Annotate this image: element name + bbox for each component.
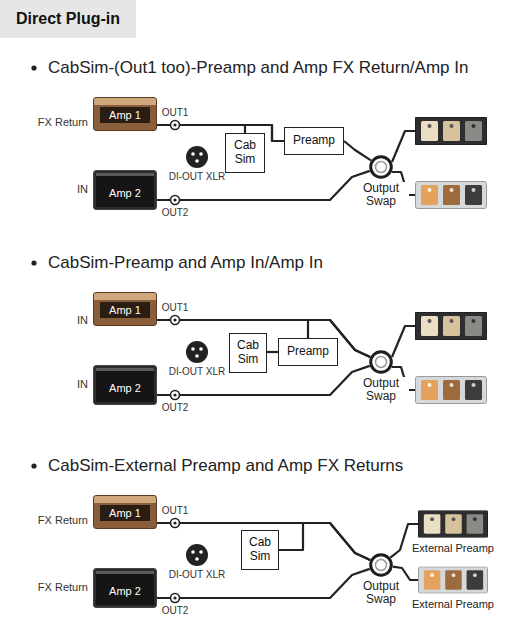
amplifier: Amp 1 (93, 97, 157, 131)
xlr-pin (191, 550, 195, 554)
pedal-wire (392, 131, 415, 162)
amp-name: Amp 2 (109, 585, 141, 597)
jack-hole (173, 198, 176, 201)
pedalboard (415, 117, 487, 145)
amp-name: Amp 2 (109, 187, 141, 199)
node-label: External Preamp (412, 598, 494, 610)
pedalboard (418, 566, 488, 594)
section-heading: CabSim-(Out1 too)-Preamp and Amp FX Retu… (48, 58, 468, 78)
output-swap-circle: Output Swap (353, 155, 409, 209)
swap-ring (371, 157, 392, 178)
xlr-symbol (186, 146, 208, 168)
swap-inner (376, 162, 387, 173)
swap-symbol (369, 155, 393, 179)
amp-name: Amp 1 (100, 505, 150, 521)
external-preamp: External Preamp (410, 566, 496, 612)
output-jack (171, 519, 180, 528)
node-label: Output Swap (353, 182, 409, 208)
node-label: Cab Sim (228, 139, 262, 167)
jack-hole (173, 521, 176, 524)
output-jack (171, 594, 180, 603)
swap-ring (371, 352, 392, 373)
amp-input-label: FX Return (0, 514, 88, 526)
node-label: Output Swap (353, 377, 409, 403)
amplifier: Amp 2 (93, 170, 157, 210)
signal-wire (393, 567, 418, 580)
amplifier: Amp 1 (93, 292, 157, 326)
amplifier: Amp 2 (93, 568, 157, 608)
pedal-wire (392, 326, 415, 357)
swap-inner (376, 560, 387, 571)
connector-label: DI-OUT XLR (157, 366, 237, 377)
output-swap-circle: Output Swap (353, 350, 409, 404)
output-jack (171, 316, 180, 325)
title-tab: Direct Plug-in (0, 0, 136, 38)
amplifier: Amp 2 (93, 365, 157, 405)
amp-input-label: IN (0, 183, 88, 195)
signal-wire (267, 351, 278, 353)
amp-name: Amp 2 (109, 382, 141, 394)
bullet (31, 260, 36, 265)
xlr-pin (195, 159, 199, 163)
external-preamp: External Preamp (410, 510, 496, 556)
signal-wire (279, 523, 370, 560)
jack-hole (173, 123, 176, 126)
bullet (31, 463, 36, 468)
process-box: Cab Sim (225, 133, 265, 173)
connector-label: DI-OUT XLR (157, 569, 237, 580)
process-box: Preamp (278, 338, 338, 366)
xlr-pin (199, 152, 203, 156)
output-swap-circle: Output Swap (353, 553, 409, 607)
swap-symbol (369, 553, 393, 577)
xlr-symbol (186, 341, 208, 363)
xlr-pin (199, 550, 203, 554)
jack-hole (173, 596, 176, 599)
signal-wire (344, 141, 371, 160)
pedalboard (416, 182, 487, 209)
pedalboard (418, 567, 487, 593)
process-box: Cab Sim (229, 333, 267, 373)
node-label: Cab Sim (232, 339, 264, 367)
amp-input-label: FX Return (0, 581, 88, 593)
xlr-symbol (186, 544, 208, 566)
section-heading: CabSim-External Preamp and Amp FX Return… (48, 456, 403, 476)
pedalboard (416, 377, 487, 404)
node-label: Preamp (287, 345, 329, 359)
pedalboard (418, 510, 488, 537)
xlr-pin (195, 354, 199, 358)
output-jack (171, 121, 180, 130)
amplifier: Amp 1 (93, 495, 157, 529)
xlr-connectors (186, 146, 208, 566)
pedalboard (418, 510, 488, 538)
bullet (31, 65, 36, 70)
output-jack (171, 196, 180, 205)
signal-wire (157, 171, 370, 200)
amp-name: Amp 1 (100, 302, 150, 318)
jack-hole (173, 318, 176, 321)
swap-ring (371, 555, 392, 576)
amp-input-label: IN (0, 378, 88, 390)
node-label: Preamp (293, 134, 335, 148)
xlr-pin (191, 347, 195, 351)
xlr-pin (199, 347, 203, 351)
node-label: Output Swap (353, 580, 409, 606)
output-jack (171, 391, 180, 400)
xlr-pin (191, 152, 195, 156)
xlr-pin (195, 557, 199, 561)
section-heading: CabSim-Preamp and Amp In/Amp In (48, 253, 323, 273)
node-label: Cab Sim (244, 536, 276, 564)
pedalboard (415, 312, 487, 340)
node-label: External Preamp (412, 542, 494, 554)
process-box: Cab Sim (241, 530, 279, 570)
title: Direct Plug-in (16, 10, 120, 28)
swap-symbol (369, 350, 393, 374)
jack-hole (173, 393, 176, 396)
signal-wire (157, 569, 370, 598)
swap-inner (376, 357, 387, 368)
amp-input-label: IN (0, 314, 88, 326)
amp-input-label: FX Return (0, 116, 88, 128)
amp-name: Amp 1 (100, 107, 150, 123)
process-box: Preamp (284, 127, 344, 155)
